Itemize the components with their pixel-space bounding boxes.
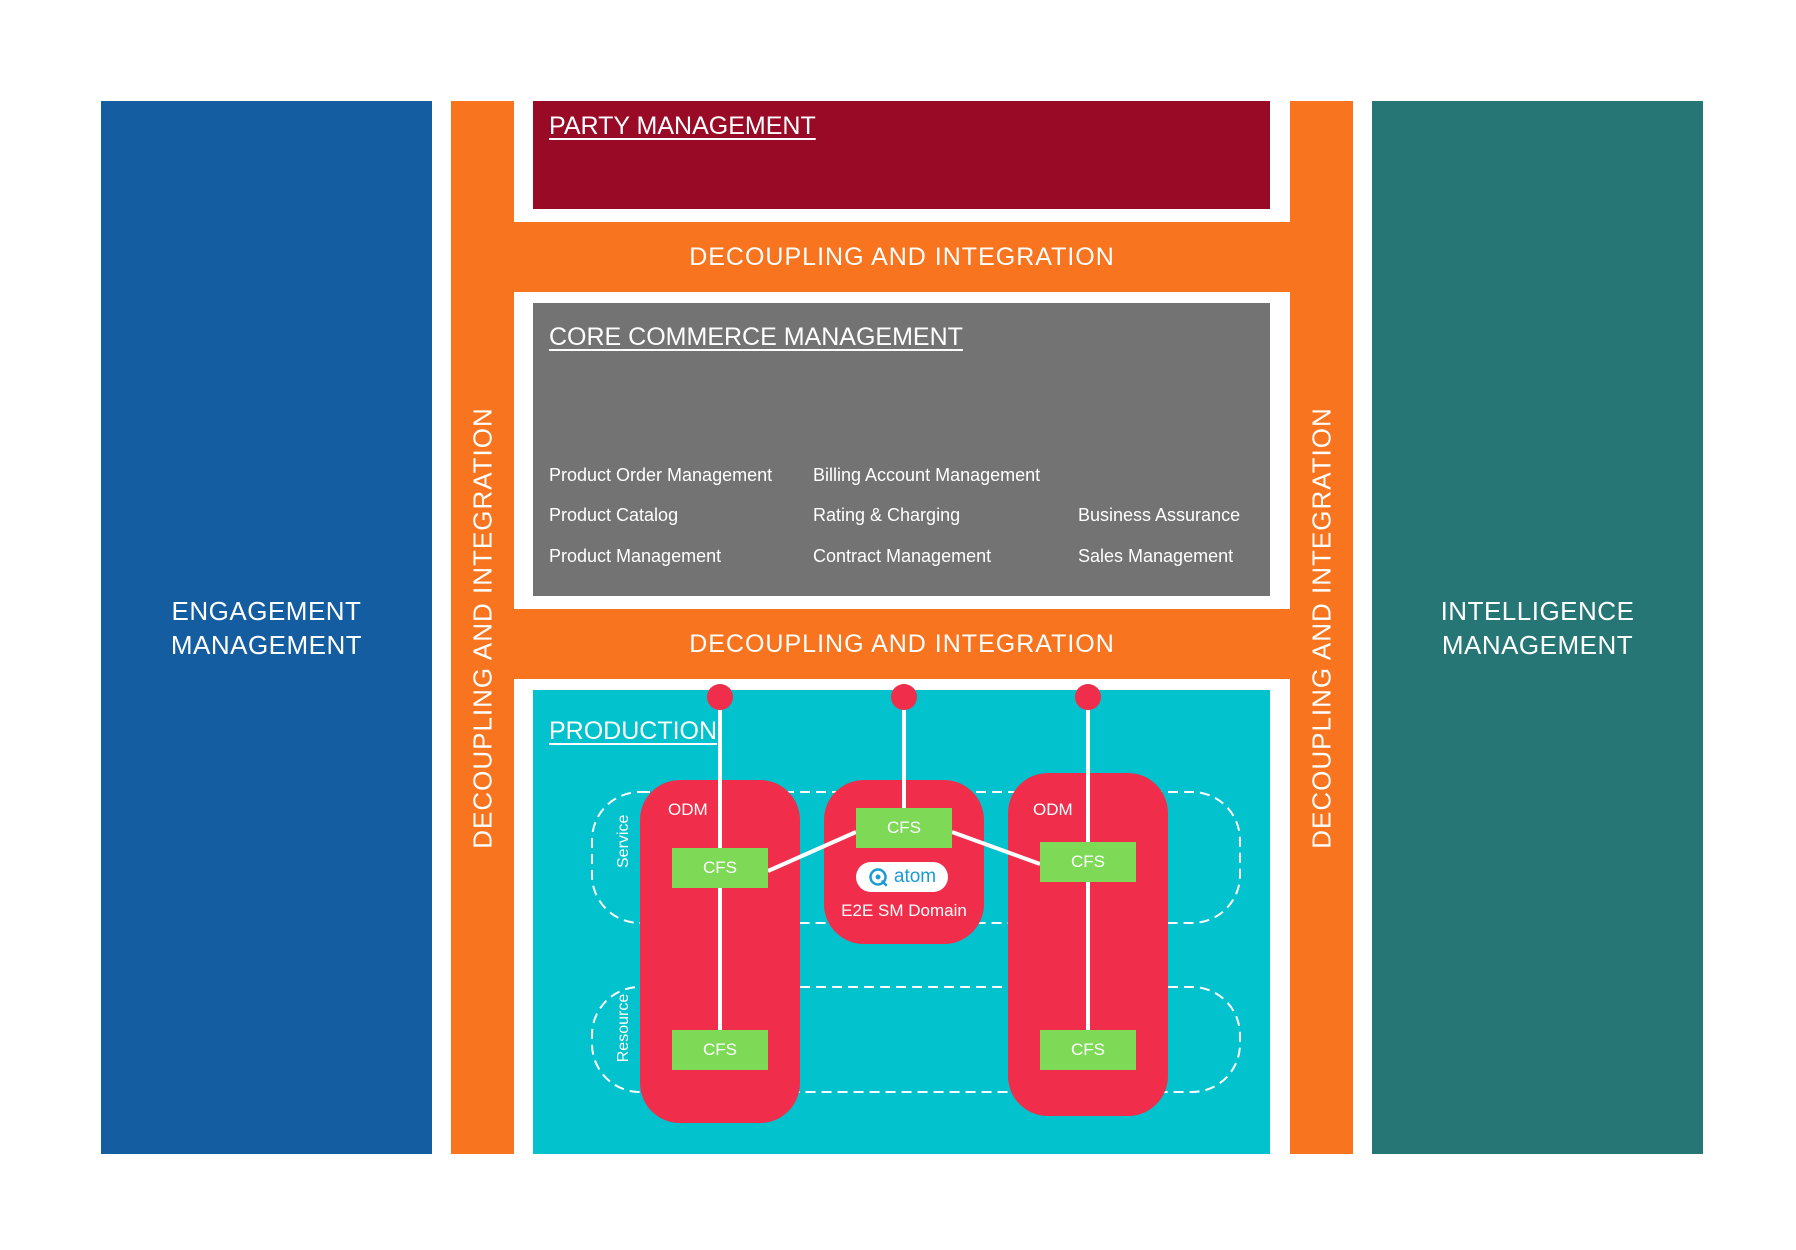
service-layer-label: Service bbox=[615, 814, 632, 868]
connector-line bbox=[767, 830, 857, 873]
connector-line bbox=[951, 830, 1041, 866]
cfs-center-service: CFS bbox=[856, 808, 952, 848]
capability-product-order-management: Product Order Management bbox=[549, 465, 773, 485]
capability-business-assurance: Business Assurance bbox=[1078, 505, 1241, 525]
e2e-sm-domain-label: E2E SM Domain bbox=[841, 901, 967, 920]
resource-layer-outline bbox=[591, 986, 1241, 1093]
capability-contract-management: Contract Management bbox=[813, 546, 992, 566]
connector-endpoint-dot bbox=[891, 684, 917, 710]
intelligence-label-line2: MANAGEMENT bbox=[1441, 629, 1634, 660]
production-title: PRODUCTION bbox=[549, 717, 718, 745]
connector-endpoint-dot bbox=[1075, 684, 1101, 710]
atom-logo-icon bbox=[869, 868, 888, 887]
cfs-right-resource: CFS bbox=[1040, 1030, 1136, 1070]
intelligence-label-line1: INTELLIGENCE bbox=[1440, 595, 1635, 626]
cfs-left-service: CFS bbox=[672, 848, 768, 888]
atom-logo: atom bbox=[856, 862, 948, 892]
atom-logo-text: atom bbox=[893, 866, 937, 887]
party-management-block: PARTY MANAGEMENT bbox=[533, 101, 1270, 209]
odm-right-label: ODM bbox=[1033, 800, 1073, 819]
capability-rating-charging: Rating & Charging bbox=[813, 505, 961, 525]
cfs-right-service: CFS bbox=[1040, 842, 1136, 882]
decoupling-middle-bar: DECOUPLING AND INTEGRATION bbox=[514, 609, 1290, 679]
engagement-label-line1: ENGAGEMENT bbox=[171, 595, 362, 626]
decoupling-right-bar: DECOUPLING AND INTEGRATION bbox=[1290, 101, 1353, 1154]
capability-product-catalog: Product Catalog bbox=[549, 505, 679, 525]
core-commerce-title: CORE COMMERCE MANAGEMENT bbox=[549, 323, 963, 351]
connector-endpoint-dot bbox=[707, 684, 733, 710]
capability-product-management: Product Management bbox=[549, 546, 722, 566]
party-management-title: PARTY MANAGEMENT bbox=[549, 112, 816, 140]
decoupling-top-label: DECOUPLING AND INTEGRATION bbox=[689, 242, 1115, 271]
core-commerce-block: CORE COMMERCE MANAGEMENT Product Order M… bbox=[533, 303, 1270, 596]
capability-sales-management: Sales Management bbox=[1078, 546, 1234, 566]
capability-billing-account-management: Billing Account Management bbox=[813, 465, 1041, 485]
resource-layer-label: Resource bbox=[615, 993, 632, 1063]
decoupling-middle-label: DECOUPLING AND INTEGRATION bbox=[689, 629, 1115, 658]
engagement-label-line2: MANAGEMENT bbox=[170, 629, 363, 660]
decoupling-left-bar: DECOUPLING AND INTEGRATION bbox=[451, 101, 514, 1154]
engagement-management-block: ENGAGEMENT MANAGEMENT bbox=[101, 101, 432, 1154]
decoupling-top-bar: DECOUPLING AND INTEGRATION bbox=[514, 222, 1290, 292]
cfs-left-resource: CFS bbox=[672, 1030, 768, 1070]
odm-left-label: ODM bbox=[668, 800, 708, 819]
intelligence-management-block: INTELLIGENCE MANAGEMENT bbox=[1372, 101, 1703, 1154]
